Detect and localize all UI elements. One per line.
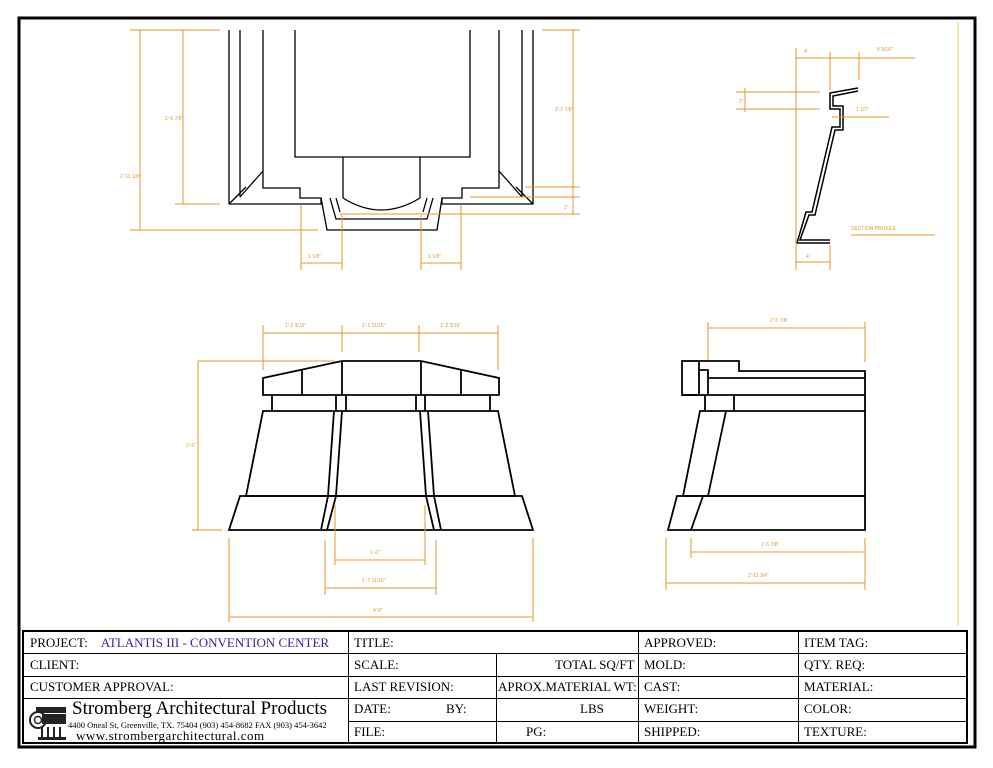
dim-side-bottom-inner: 2'-6 7/8" bbox=[761, 542, 780, 548]
color-label: COLOR: bbox=[804, 701, 852, 716]
project-label: PROJECT: bbox=[30, 635, 88, 650]
last-revision-label: LAST REVISION: bbox=[354, 679, 454, 694]
dim-section-top-left: 4" bbox=[804, 49, 809, 55]
side-elevation bbox=[666, 360, 866, 531]
section-profile bbox=[796, 87, 859, 244]
mold-label: MOLD: bbox=[644, 657, 686, 672]
dim-front-top-right: 1'-2 3/16" bbox=[440, 323, 461, 329]
section-dimensions bbox=[736, 48, 935, 270]
client-label: CLIENT: bbox=[30, 657, 80, 672]
dim-overall-depth: 2'-11 1/8" bbox=[120, 174, 141, 180]
dim-front-inner: 1'-6" bbox=[370, 550, 380, 556]
plan-view bbox=[228, 30, 534, 231]
company-logo-icon bbox=[29, 707, 66, 740]
title-block: PROJECT: ATLANTIS III - CONVENTION CENTE… bbox=[22, 630, 968, 744]
dim-inner-depth: 2'-6 7/8" bbox=[165, 116, 184, 122]
title-label: TITLE: bbox=[354, 635, 394, 650]
cast-label: CAST: bbox=[644, 679, 681, 694]
date-label: DATE: bbox=[354, 701, 391, 716]
sheet-border bbox=[17, 16, 977, 749]
scale-label: SCALE: bbox=[354, 657, 399, 672]
front-labels: 1'-2 3/16" 1'-1 11/16" 1'-2 3/16" 2'-6" … bbox=[186, 323, 461, 614]
section-labels: 4" 5 3/16" 2" 1 1/2" SECTION PROFILE 4" bbox=[739, 47, 897, 260]
shipped-label: SHIPPED: bbox=[644, 724, 701, 739]
lbs-label: LBS bbox=[580, 701, 604, 716]
by-label: BY: bbox=[446, 701, 467, 716]
pg-label: PG: bbox=[526, 724, 547, 739]
approved-label: APPROVED: bbox=[644, 635, 717, 650]
dim-front-top-mid: 1'-1 11/16" bbox=[362, 323, 386, 329]
material-wt-label: APROX.MATERIAL WT: bbox=[498, 679, 637, 694]
dim-right-depth: 2'-1 7/8" bbox=[555, 107, 574, 113]
dim-section-lip: 1 1/2" bbox=[856, 107, 869, 113]
weight-label: WEIGHT: bbox=[644, 701, 699, 716]
plan-dimensions bbox=[130, 29, 580, 270]
dim-section-bottom: 4" bbox=[806, 254, 811, 260]
dim-left-offset: 1 1/8" bbox=[308, 254, 321, 260]
section-profile-label: SECTION PROFILE bbox=[851, 226, 897, 232]
dim-right-offset: 1 1/8" bbox=[428, 254, 441, 260]
item-tag-label: ITEM TAG: bbox=[804, 635, 869, 650]
company-website: www.strombergarchitectural.com bbox=[76, 728, 265, 743]
dim-side-overall: 2'-11 3/4" bbox=[748, 573, 769, 579]
texture-label: TEXTURE: bbox=[804, 724, 867, 739]
side-labels: 2'-5 7/8" 2'-6 7/8" 2'-11 3/4" bbox=[748, 318, 789, 579]
dim-front-height: 2'-6" bbox=[186, 443, 196, 449]
dim-front-inner-outer: 1'-7 11/16" bbox=[362, 578, 386, 584]
material-label: MATERIAL: bbox=[804, 679, 874, 694]
qty-req-label: QTY. REQ: bbox=[804, 657, 866, 672]
dim-step: 2" bbox=[564, 205, 569, 211]
total-sqft-label: TOTAL SQ/FT bbox=[555, 657, 635, 672]
file-label: FILE: bbox=[354, 724, 386, 739]
project-field: PROJECT: ATLANTIS III - CONVENTION CENTE… bbox=[26, 632, 329, 654]
customer-approval-label: CUSTOMER APPROVAL: bbox=[30, 679, 174, 694]
dim-front-top-left: 1'-2 3/16" bbox=[285, 323, 306, 329]
company-address: 4400 Oneal St, Greenville, TX. 75404 (90… bbox=[68, 720, 327, 730]
company-name: Stromberg Architectural Products bbox=[72, 698, 328, 719]
front-elevation bbox=[227, 360, 535, 531]
plan-dimension-labels: 2'-11 1/8" 2'-6 7/8" 2'-1 7/8" 2" 1 1/8"… bbox=[120, 107, 574, 260]
front-dimensions bbox=[192, 325, 534, 622]
dim-front-overall: 4'-6" bbox=[373, 608, 383, 614]
side-dimensions bbox=[665, 322, 866, 590]
dim-side-top: 2'-5 7/8" bbox=[770, 318, 789, 324]
dim-section-top-right: 5 3/16" bbox=[877, 47, 893, 53]
dim-section-left-step: 2" bbox=[739, 99, 744, 105]
project-value: ATLANTIS III - CONVENTION CENTER bbox=[100, 635, 330, 650]
